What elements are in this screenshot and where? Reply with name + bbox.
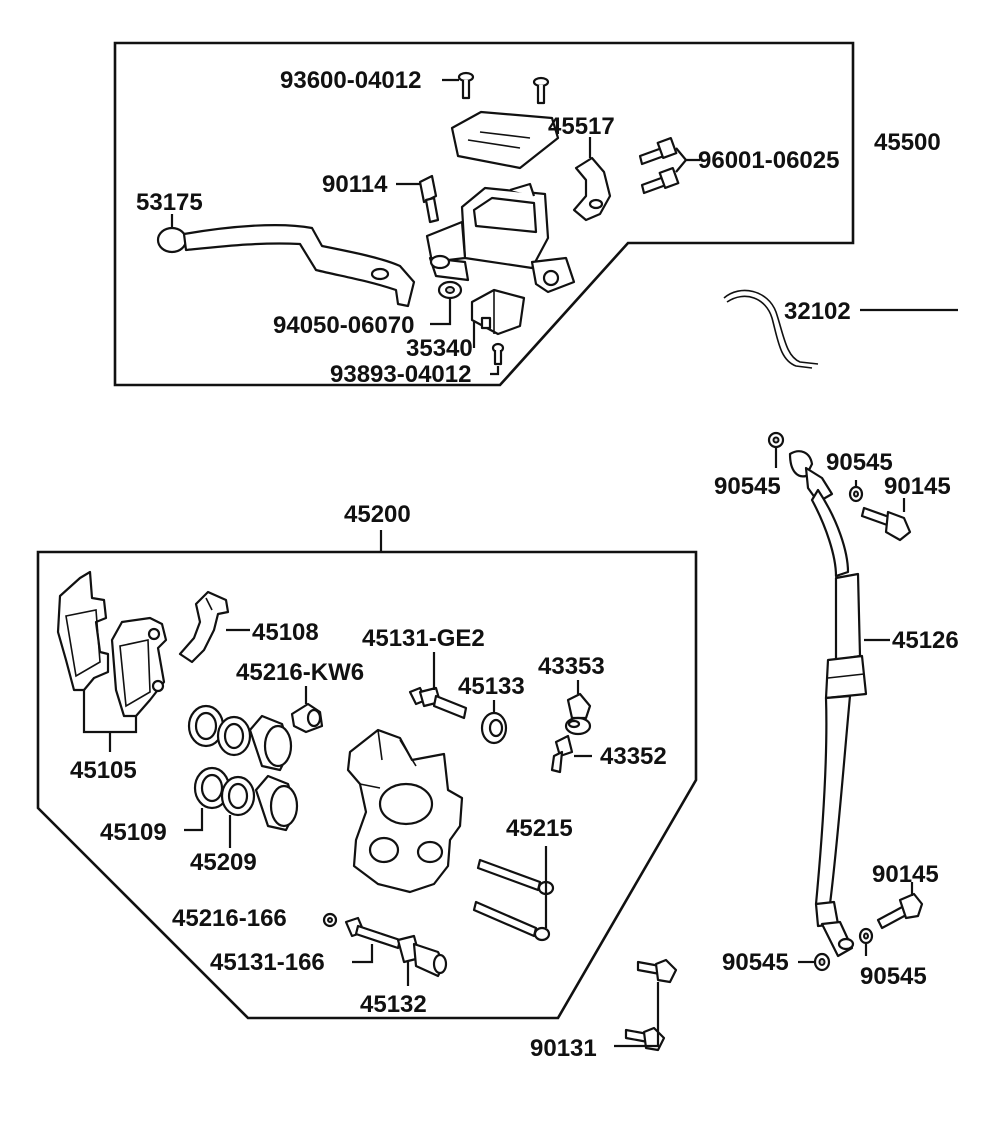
label-90545-top-left: 90545 — [714, 473, 781, 500]
pad-pin-45215-upper — [476, 858, 555, 896]
label-45126: 45126 — [892, 627, 959, 654]
label-90545-bottom-left: 90545 — [722, 949, 789, 976]
label-90145-top: 90145 — [884, 473, 951, 500]
bleeder-cap-43353 — [564, 692, 592, 736]
label-53175: 53175 — [136, 189, 203, 216]
label-35340: 35340 — [406, 335, 473, 362]
sleeve-45216-166 — [322, 912, 338, 928]
label-45131-166: 45131-166 — [210, 949, 325, 976]
brake-pad-45105-a — [56, 570, 110, 692]
pivot-pin-90114 — [418, 174, 440, 224]
bolt-96001-06025-upper — [638, 136, 678, 166]
caliper-piston-lower — [254, 774, 299, 832]
label-45131-ge2: 45131-GE2 — [362, 625, 485, 652]
label-45517: 45517 — [548, 113, 615, 140]
screw-93600-04012 — [457, 71, 475, 100]
screw-93893-04012 — [491, 342, 505, 366]
washer-94050-06070 — [437, 280, 463, 300]
piston-seal-45209-lower — [220, 775, 256, 817]
washer-90545-bottom-right — [858, 927, 874, 945]
brake-switch-35340 — [470, 288, 526, 336]
label-90131: 90131 — [530, 1035, 597, 1062]
label-43353: 43353 — [538, 653, 605, 680]
banjo-bolt-90145-top — [860, 506, 912, 542]
screw-cover — [532, 76, 550, 105]
wire-32102 — [723, 289, 819, 369]
label-93893-04012: 93893-04012 — [330, 361, 471, 388]
washer-90545-bottom-left — [813, 952, 831, 972]
caliper-group-frame — [36, 550, 698, 1020]
reservoir-cover — [450, 110, 560, 170]
label-45109: 45109 — [100, 819, 167, 846]
label-90114: 90114 — [322, 171, 388, 198]
label-45209: 45209 — [190, 849, 257, 876]
label-93600-04012: 93600-04012 — [280, 67, 421, 94]
label-45215: 45215 — [506, 815, 573, 842]
clamp-45517 — [572, 156, 612, 222]
washer-90545-top-right — [848, 485, 864, 503]
label-45216-166: 45216-166 — [172, 905, 287, 932]
label-45216-kw6: 45216-KW6 — [236, 659, 364, 686]
label-43352: 43352 — [600, 743, 667, 770]
piston-seal-45109-upper — [187, 704, 225, 748]
dust-boot-45133 — [480, 711, 508, 745]
washer-90545-top-left — [767, 431, 785, 449]
label-45132: 45132 — [360, 991, 427, 1018]
pad-pin-45215-lower — [472, 900, 551, 942]
caliper-bracket-bolt-45132 — [396, 934, 448, 978]
mounting-bolt-90131-upper — [636, 958, 678, 984]
slide-pin-45131-ge2 — [408, 686, 468, 720]
banjo-bolt-90145-bottom — [876, 892, 924, 930]
brake-pad-45105-b — [110, 616, 168, 718]
brake-lever-53175 — [156, 224, 416, 308]
sleeve-45216-kw6 — [290, 702, 324, 734]
piston-seal-45109-lower — [193, 766, 231, 810]
label-96001-06025: 96001-06025 — [698, 147, 839, 174]
label-45200: 45200 — [344, 501, 411, 528]
label-90145-bottom: 90145 — [872, 861, 939, 888]
master-cylinder-body — [425, 182, 576, 294]
brake-hose-45126 — [788, 450, 868, 958]
slide-pin-45131-166 — [344, 916, 402, 950]
bleeder-valve-43352 — [550, 734, 574, 774]
caliper-piston-upper — [248, 714, 293, 772]
label-45108: 45108 — [252, 619, 319, 646]
bolt-96001-06025-lower — [640, 166, 680, 195]
label-90545-top-right: 90545 — [826, 449, 893, 476]
caliper-body — [346, 728, 464, 894]
label-45105: 45105 — [70, 757, 137, 784]
label-45133: 45133 — [458, 673, 525, 700]
label-45500: 45500 — [874, 129, 941, 156]
pad-spring-45108 — [178, 590, 230, 664]
master-cylinder-group-frame — [113, 41, 855, 387]
label-32102: 32102 — [784, 298, 851, 325]
label-94050-06070: 94050-06070 — [273, 312, 414, 339]
label-90545-bottom-right: 90545 — [860, 963, 927, 990]
piston-seal-45209-upper — [216, 715, 252, 757]
